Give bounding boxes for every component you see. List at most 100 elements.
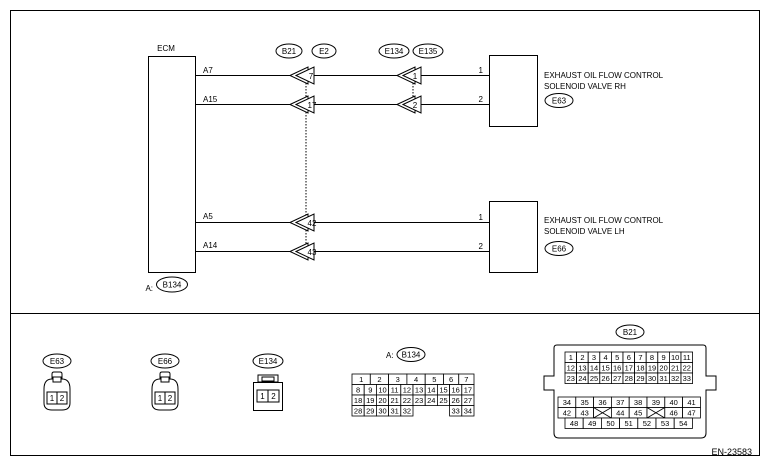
- b134-pin-24: 24: [427, 396, 435, 405]
- b134-pin-16: 16: [452, 386, 460, 395]
- oval-e135: [412, 43, 444, 59]
- solenoid-rh-pin1: 1: [479, 66, 484, 75]
- b21-pin-31: 31: [659, 374, 667, 383]
- b21-pin-54-cell: [673, 417, 693, 429]
- b134-pin-27: 27: [464, 396, 472, 405]
- b21-pin-48: 48: [570, 419, 578, 428]
- b21-pin-8: 8: [650, 353, 654, 362]
- label-b21: B21: [282, 47, 297, 56]
- solenoid-lh-connector: E66: [552, 245, 567, 254]
- b21-pin-19: 19: [648, 364, 656, 373]
- terminal-43-label: 43: [308, 248, 317, 257]
- b134-pin-20: 20: [378, 396, 386, 405]
- b21-pin-33-cell: [680, 372, 694, 384]
- terminal-43: 43: [288, 242, 317, 261]
- terminal-17: 17: [288, 95, 317, 114]
- e134-pin-2: 2: [271, 392, 276, 401]
- b21-pin-17: 17: [625, 364, 633, 373]
- b21-pin-42: 42: [563, 409, 571, 418]
- b21-pin-21: 21: [671, 364, 679, 373]
- b134-pin-32-cell: [400, 405, 414, 417]
- b21-pin-43: 43: [581, 409, 589, 418]
- b134-pin-8: 8: [356, 386, 360, 395]
- solenoid-rh-title1: EXHAUST OIL FLOW CONTROL: [544, 71, 664, 80]
- b21-pin-32: 32: [671, 374, 679, 383]
- b21-pin-37: 37: [616, 398, 624, 407]
- b21-pin-20: 20: [659, 364, 667, 373]
- terminal-7: 7: [288, 66, 315, 85]
- b21-pin-3: 3: [592, 353, 596, 362]
- b21-pin-13: 13: [578, 364, 586, 373]
- b21-pin-50: 50: [606, 419, 614, 428]
- b134-pin-30: 30: [378, 407, 386, 416]
- b21-pin-38: 38: [634, 398, 642, 407]
- b134-pin-9: 9: [368, 386, 372, 395]
- b21-pin-5: 5: [615, 353, 619, 362]
- b134-pin-3: 3: [396, 375, 400, 384]
- b134-pin-12: 12: [403, 386, 411, 395]
- b21-pin-2: 2: [580, 353, 584, 362]
- b134-pin-11: 11: [391, 386, 399, 395]
- b134-pin-21: 21: [391, 396, 399, 405]
- b21-pin-44: 44: [616, 409, 624, 418]
- b134-pin-32: 32: [403, 407, 411, 416]
- b134-prefix: A:: [386, 351, 394, 360]
- b21-pin-41: 41: [687, 398, 695, 407]
- label-e135: E135: [419, 47, 438, 56]
- b134-pin-25: 25: [439, 396, 447, 405]
- b134-pin-6: 6: [449, 375, 453, 384]
- solenoid-lh-title2: SOLENOID VALVE LH: [544, 227, 625, 236]
- terminal-7-label: 7: [309, 72, 314, 81]
- terminal-17-label: 17: [308, 101, 317, 110]
- b21-pin-7: 7: [638, 353, 642, 362]
- blank-cross: [593, 407, 612, 419]
- connector-view-e63: E63 1 2: [42, 353, 72, 411]
- b21-pin-16: 16: [613, 364, 621, 373]
- oval-e134: [378, 43, 410, 59]
- solenoid-lh-box: [489, 201, 538, 273]
- b134-pin-2: 2: [377, 375, 381, 384]
- solenoid-lh-title1: EXHAUST OIL FLOW CONTROL: [544, 216, 664, 225]
- e134-pin-1: 1: [260, 392, 265, 401]
- e66-label: E66: [158, 357, 173, 366]
- b21-pin-22: 22: [683, 364, 691, 373]
- b21-pin-9: 9: [662, 353, 666, 362]
- solenoid-rh-connector-oval: [544, 93, 574, 108]
- ecm-label: ECM: [157, 44, 175, 53]
- e66-pin-1: 1: [158, 394, 163, 403]
- b21-pin-12: 12: [567, 364, 575, 373]
- b21-pin-23: 23: [567, 374, 575, 383]
- b21-pin-39: 39: [652, 398, 660, 407]
- b21-pin-30: 30: [648, 374, 656, 383]
- b21-label: B21: [623, 328, 638, 337]
- solenoid-lh-connector-oval: [544, 241, 574, 256]
- b134-pin-26: 26: [452, 396, 460, 405]
- solenoid-rh-title2: SOLENOID VALVE RH: [544, 82, 626, 91]
- b21-pin-52: 52: [643, 419, 651, 428]
- solenoid-rh-box: [489, 55, 538, 127]
- b134-pin-34: 34: [464, 407, 472, 416]
- b134-pin-1: 1: [359, 375, 363, 384]
- pin-a15: A15: [203, 95, 218, 104]
- b134-pin-10: 10: [378, 386, 386, 395]
- b134-pin-18: 18: [354, 396, 362, 405]
- b21-pin-11: 11: [683, 353, 691, 362]
- outer-frame: [10, 10, 760, 456]
- b21-pin-18: 18: [636, 364, 644, 373]
- terminal-1-label: 1: [413, 72, 418, 81]
- b21-pin-25: 25: [590, 374, 598, 383]
- b21-pin-36: 36: [598, 398, 606, 407]
- b134-pin-17: 17: [464, 386, 472, 395]
- solenoid-lh-pin1: 1: [479, 213, 484, 222]
- b134-pin-7: 7: [464, 375, 468, 384]
- b21-pin-24: 24: [578, 374, 586, 383]
- e66-pin-2: 2: [168, 394, 173, 403]
- b134-pin-33: 33: [452, 407, 460, 416]
- b134-pin-15: 15: [439, 386, 447, 395]
- b21-pin-4: 4: [604, 353, 608, 362]
- b134-pin-23: 23: [415, 396, 423, 405]
- b21-pin-33: 33: [683, 374, 691, 383]
